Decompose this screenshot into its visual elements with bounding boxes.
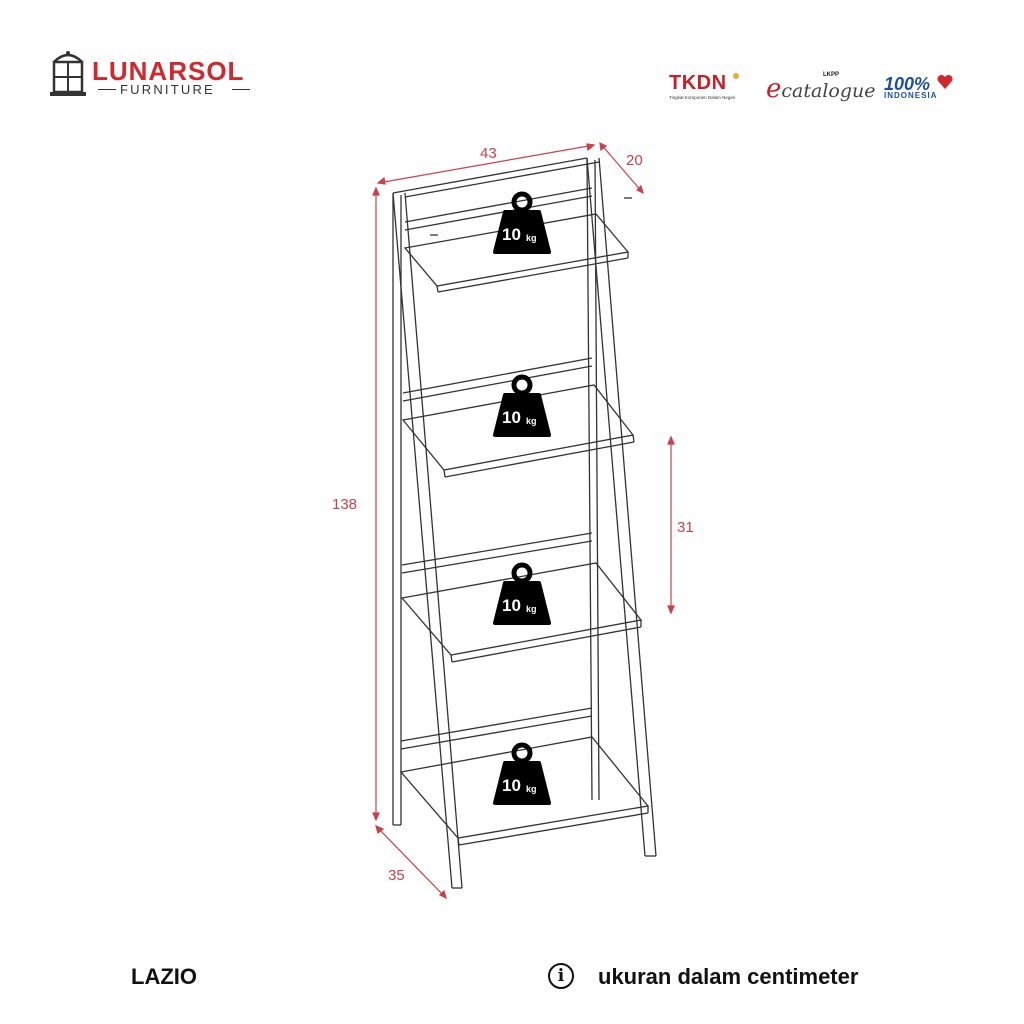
- weight-unit: kg: [526, 233, 537, 243]
- dim-height-label: 138: [332, 496, 357, 513]
- indonesia-badge: 100%: [884, 74, 931, 94]
- tkdn-badge: TKDN: [669, 72, 727, 94]
- top-rail: [392, 157, 588, 194]
- weight-value: 10: [502, 776, 521, 795]
- brand-divider-right: [232, 89, 250, 90]
- weight-icon: 10 kg: [493, 374, 551, 437]
- units-note: ukuran dalam centimeter: [598, 964, 859, 989]
- front-right-leg: [586, 157, 646, 857]
- window-logo-icon: [50, 51, 86, 96]
- dim-depth-bottom-line: [375, 825, 447, 899]
- weight-value: 10: [502, 596, 521, 615]
- weight-icon: 10 kg: [493, 191, 551, 254]
- brand-divider-left: [98, 89, 116, 90]
- front-left-leg: [392, 192, 453, 889]
- weight-unit: kg: [526, 604, 537, 614]
- ecatalogue-badge: ecatalogue: [766, 74, 875, 104]
- weight-icon: 10 kg: [493, 562, 551, 625]
- ecatalogue-text: catalogue: [781, 80, 876, 102]
- back-right-leg: [586, 157, 593, 801]
- ecatalogue-e: e: [766, 74, 782, 104]
- dim-width-label: 43: [480, 145, 497, 162]
- indonesia-subtitle: INDONESIA: [884, 91, 938, 100]
- dim-depth-top-line: [599, 142, 644, 194]
- dim-shelf-gap-label: 31: [677, 519, 694, 536]
- tkdn-dot-icon: [733, 73, 739, 79]
- dim-depth-top-label: 20: [626, 152, 643, 169]
- shelf-frame: [392, 157, 657, 889]
- brand-name: LUNARSOL: [92, 56, 245, 86]
- product-name: LAZIO: [131, 964, 197, 989]
- dim-width-line: [377, 144, 595, 184]
- weight-unit: kg: [526, 416, 537, 426]
- brand-subtitle: FURNITURE: [120, 82, 215, 97]
- lkpp-badge: LKPP: [823, 72, 840, 78]
- weight-value: 10: [502, 408, 521, 427]
- brand-logo: [40, 40, 270, 110]
- info-icon: i: [548, 963, 574, 989]
- dimension-lines: [372, 141, 675, 900]
- weight-icon: 10 kg: [493, 742, 551, 805]
- weight-value: 10: [502, 225, 521, 244]
- heart-icon: [937, 74, 953, 89]
- dim-depth-bottom-label: 35: [388, 867, 405, 884]
- weight-icons: 10 kg 10 kg 10 kg 10 kg: [493, 191, 551, 805]
- weight-unit: kg: [526, 784, 537, 794]
- tkdn-subtitle: Tingkat Komponen Dalam Negeri: [669, 95, 736, 100]
